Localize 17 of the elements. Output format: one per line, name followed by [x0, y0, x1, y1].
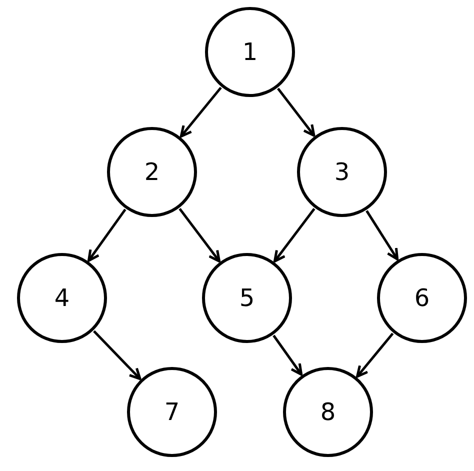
- arrow: [356, 332, 394, 378]
- arrow: [366, 210, 399, 260]
- node-number: 3: [334, 158, 350, 186]
- arrow: [277, 88, 316, 137]
- node-number: 6: [414, 284, 430, 312]
- arrow: [273, 208, 316, 263]
- node-number: 2: [144, 158, 160, 186]
- arrow: [87, 208, 126, 262]
- node-number: 5: [239, 284, 255, 312]
- node-number: 4: [54, 284, 70, 312]
- arrow: [93, 330, 142, 380]
- arrow: [272, 334, 303, 376]
- node-number: 8: [320, 398, 336, 426]
- node-number: 7: [164, 398, 180, 426]
- arrow: [180, 86, 222, 138]
- arrow: [178, 208, 221, 263]
- node-number: 1: [242, 38, 258, 66]
